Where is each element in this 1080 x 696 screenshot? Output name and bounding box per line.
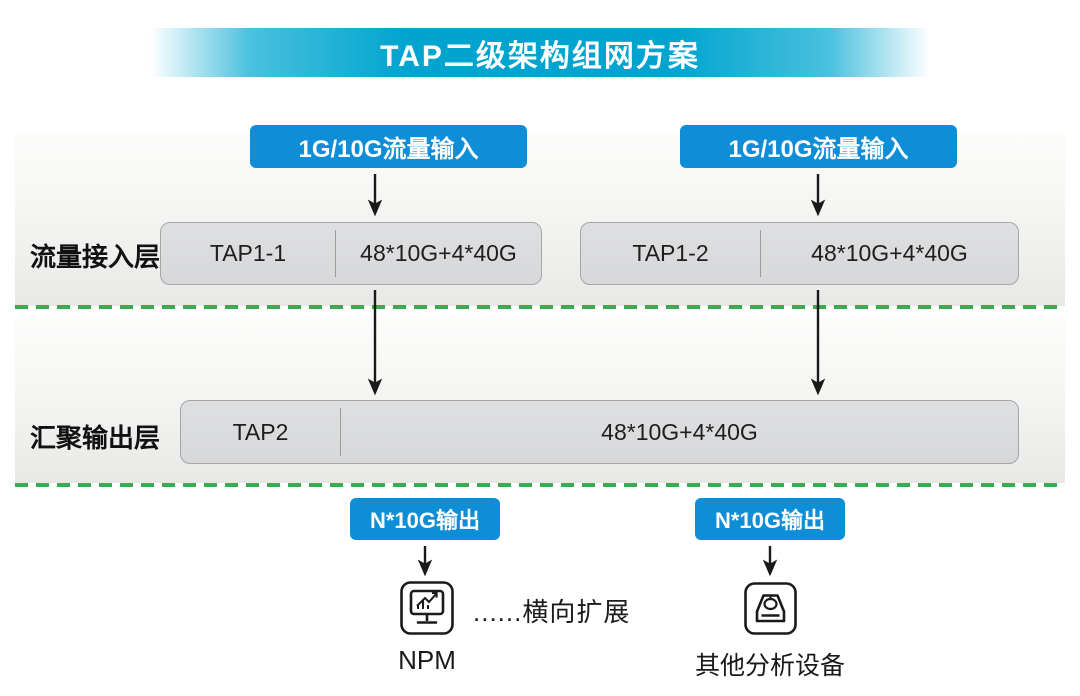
layer-divider-dashed-line (15, 483, 1065, 487)
tap1-2-device-box: TAP1-2 48*10G+4*40G (580, 222, 1019, 285)
output-label-2: N*10G输出 (695, 498, 845, 540)
access-layer-label: 流量接入层 (29, 242, 160, 272)
device-name: TAP1-1 (209, 240, 287, 266)
traffic-input-label-1: 1G/10G流量输入 (250, 125, 527, 168)
device-box-divider (760, 230, 761, 277)
device-ports: 48*10G+4*40G (601, 418, 758, 445)
analysis-device-icon (744, 582, 797, 635)
layer-divider-dashed-line (15, 305, 1065, 309)
device-name: TAP1-2 (632, 240, 709, 266)
device-name: TAP2 (232, 418, 289, 445)
aggregation-layer-label: 汇聚输出层 (29, 423, 160, 453)
npm-monitor-icon (400, 581, 454, 635)
traffic-input-label-2: 1G/10G流量输入 (680, 125, 957, 168)
title-banner: TAP二级架构组网方案 (150, 28, 930, 77)
device-box-divider (335, 230, 336, 277)
diagram-title: TAP二级架构组网方案 (380, 39, 700, 73)
device-box-divider (340, 408, 341, 456)
horizontal-expansion-note: ......横向扩展 (473, 597, 631, 627)
tap2-device-box: TAP2 48*10G+4*40G (180, 400, 1019, 464)
output-label-1: N*10G输出 (350, 498, 500, 540)
analysis-device-endpoint-label: 其他分析设备 (694, 652, 845, 680)
npm-endpoint-label: NPM (398, 645, 456, 675)
device-ports: 48*10G+4*40G (811, 240, 968, 266)
tap1-1-device-box: TAP1-1 48*10G+4*40G (160, 222, 542, 285)
device-ports: 48*10G+4*40G (360, 240, 517, 266)
